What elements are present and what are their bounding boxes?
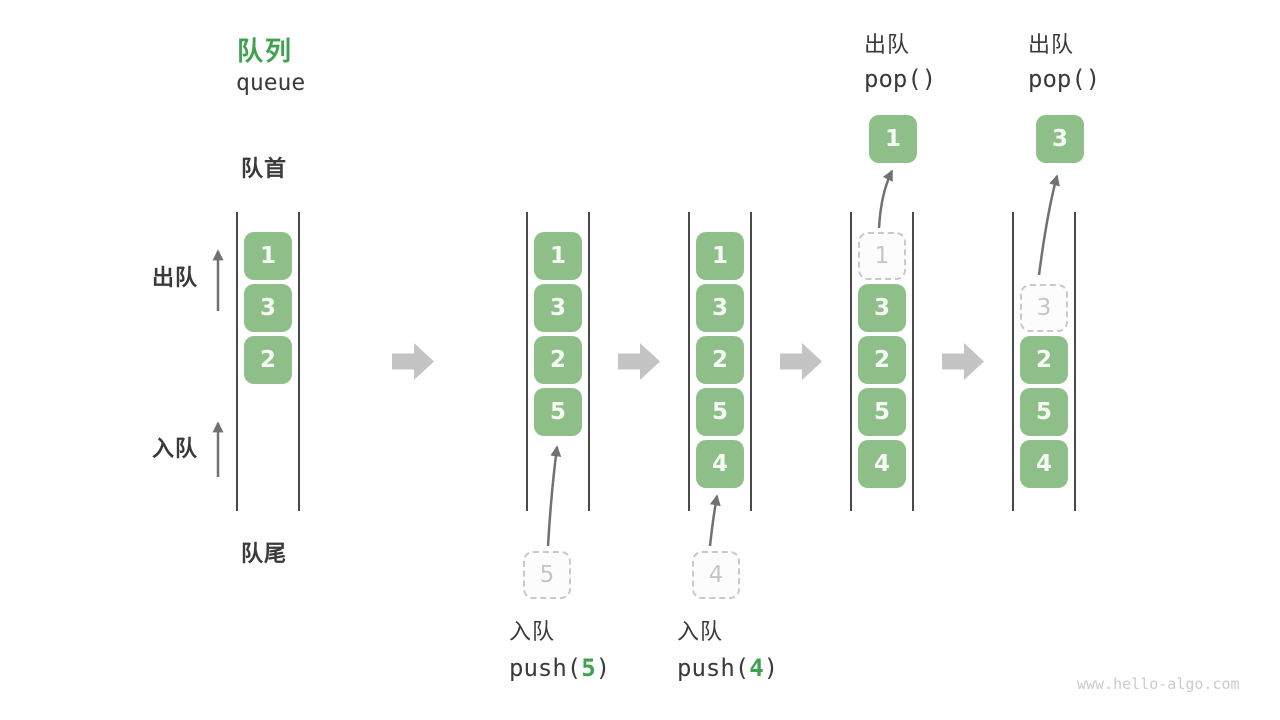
queue-cell: 2 [696,336,744,384]
step-arrow-icon [942,343,984,380]
queue-cell: 2 [534,336,582,384]
pop1-arrow-icon [877,169,894,229]
popped-cell: 1 [869,115,917,163]
step-arrow-icon [392,343,434,380]
queue-cell: 5 [534,388,582,436]
popped-cell: 3 [1036,115,1084,163]
queue-front-label: 队首 [241,156,288,181]
code-text: push( [677,654,750,682]
queue-rail [750,212,752,511]
push4-op-code: push(4) [677,654,778,682]
queue-cell: 2 [858,336,906,384]
queue-rail [236,212,238,511]
queue-cell: 1 [534,232,582,280]
step-arrow-icon [780,343,822,380]
code-text: ) [763,654,779,682]
queue-cell: 4 [696,440,744,488]
queue-cell: 2 [1020,336,1068,384]
push5-op-code: push(5) [509,654,610,682]
incoming-ghost-cell: 4 [692,551,740,599]
queue-cell: 2 [244,336,292,384]
pop2-op-label: 出队 [1028,32,1075,57]
queue-cell: 3 [244,284,292,332]
queue-rail [1012,212,1014,511]
queue-rail [850,212,852,511]
step-arrow-icon [618,343,660,380]
pop2-op-code: pop() [1028,65,1101,93]
code-arg: 4 [749,654,764,682]
enqueue-side-label: 入队 [152,436,199,461]
watermark: www.hello-algo.com [1077,675,1240,693]
pop1-op-label: 出队 [864,32,911,57]
queue-rail [688,212,690,511]
queue-cell: 5 [696,388,744,436]
dequeued-ghost-cell: 3 [1020,284,1068,332]
queue-rail [912,212,914,511]
dequeue-side-label: 出队 [152,265,199,290]
queue-cell: 3 [696,284,744,332]
dequeued-ghost-cell: 1 [858,232,906,280]
push5-arrow-icon [546,445,562,547]
code-arg: 5 [581,654,596,682]
queue-cell: 4 [858,440,906,488]
queue-cell: 1 [244,232,292,280]
push4-op-label: 入队 [677,619,724,644]
queue-cell: 1 [696,232,744,280]
incoming-ghost-cell: 5 [523,551,571,599]
queue-cell: 4 [1020,440,1068,488]
push4-arrow-icon [708,494,721,547]
diagram-title-zh: 队列 [237,36,294,66]
queue-cell: 3 [534,284,582,332]
code-text: push( [509,654,582,682]
code-text: ) [595,654,611,682]
queue-cell: 5 [858,388,906,436]
queue-cell: 5 [1020,388,1068,436]
diagram-title-en: queue [236,70,306,96]
push5-op-label: 入队 [509,619,556,644]
pop1-op-code: pop() [864,65,937,93]
queue-rail [298,212,300,511]
pop2-arrow-icon [1037,174,1060,276]
queue-rail [588,212,590,511]
queue-cell: 3 [858,284,906,332]
queue-rail [526,212,528,511]
queue-rail [1074,212,1076,511]
queue-rear-label: 队尾 [241,541,288,566]
